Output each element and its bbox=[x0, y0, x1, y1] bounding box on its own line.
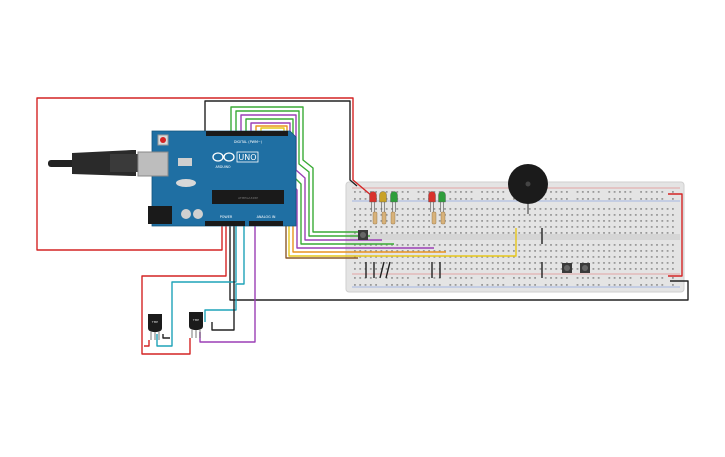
wire-red-sensor1 bbox=[141, 226, 227, 355]
usb-port bbox=[137, 151, 169, 177]
temperature-sensor-1[interactable]: TMP bbox=[148, 314, 162, 340]
piezo-buzzer[interactable] bbox=[508, 164, 548, 214]
arduino-logo-text: ARDUINO bbox=[215, 165, 231, 169]
push-button-1[interactable] bbox=[358, 230, 368, 240]
analog-label: ANALOG IN bbox=[257, 215, 276, 219]
resistor-1 bbox=[372, 211, 378, 225]
power-header bbox=[205, 221, 245, 226]
push-button-2[interactable] bbox=[562, 263, 572, 273]
digital-label: DIGITAL (PWM~) bbox=[234, 140, 263, 144]
led-5[interactable] bbox=[438, 191, 446, 213]
resistor-5 bbox=[440, 211, 446, 225]
led-3[interactable] bbox=[390, 191, 398, 213]
analog-header bbox=[249, 221, 283, 226]
crystal bbox=[176, 179, 196, 187]
wire-red-5v bbox=[36, 97, 373, 251]
led-4[interactable] bbox=[428, 191, 436, 213]
wire-green-2 bbox=[235, 110, 370, 237]
arduino-uno-board[interactable]: UNO ARDUINO DIGITAL (PWM~) POWER ANALOG … bbox=[48, 130, 297, 227]
arduino-logo: UNO ARDUINO bbox=[212, 151, 259, 169]
microcontroller-chip bbox=[212, 190, 284, 204]
wire-cyan-sensor2 bbox=[204, 226, 245, 322]
led-1[interactable] bbox=[369, 191, 377, 213]
resistor-4 bbox=[431, 211, 437, 225]
wires bbox=[36, 97, 689, 355]
wire-cyan-sensor1 bbox=[156, 226, 237, 347]
chip-label: ATMEGA328P bbox=[238, 196, 258, 200]
sensor-1-label: TMP bbox=[151, 320, 158, 324]
wire-black-bottom bbox=[229, 226, 689, 301]
capacitor-2 bbox=[193, 209, 203, 219]
resistor-3 bbox=[390, 211, 396, 225]
led-group bbox=[369, 191, 446, 213]
capacitor-1 bbox=[181, 209, 191, 219]
wire-purple-sensor bbox=[199, 226, 256, 343]
push-button-3[interactable] bbox=[580, 263, 590, 273]
brand-uno-text: UNO bbox=[238, 153, 256, 162]
usb-cable bbox=[48, 160, 76, 167]
power-jack bbox=[148, 206, 172, 224]
wire-red-sensor2 bbox=[144, 340, 150, 347]
wire-black-sensor1 bbox=[162, 334, 170, 339]
wire-red-right bbox=[668, 193, 683, 277]
wire-stub-3 bbox=[379, 261, 385, 279]
digital-header bbox=[206, 131, 288, 136]
wire-black-gnd-top bbox=[204, 100, 358, 187]
resistor-2 bbox=[381, 211, 387, 225]
wire-black-sensor bbox=[211, 226, 235, 331]
led-2[interactable] bbox=[379, 191, 387, 213]
power-label: POWER bbox=[220, 215, 233, 219]
temperature-sensor-2[interactable]: TMP bbox=[189, 312, 203, 338]
wire-stub-4 bbox=[385, 261, 391, 279]
sensor-2-label: TMP bbox=[192, 318, 199, 322]
resistors bbox=[372, 211, 446, 225]
wire-green-1 bbox=[230, 106, 358, 233]
